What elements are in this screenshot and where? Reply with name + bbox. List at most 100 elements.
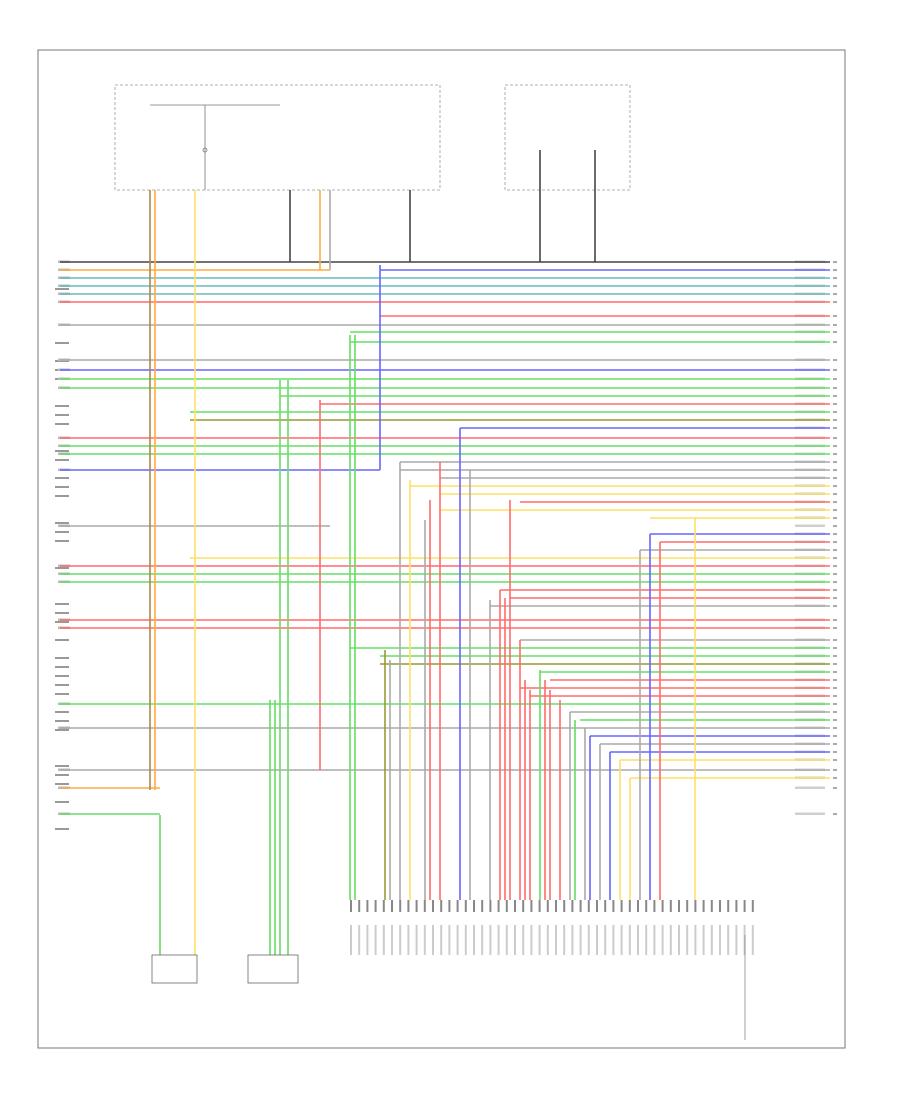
left-pin-column [55,261,70,831]
right-pin-number [833,565,837,567]
bottom-pin-label [670,925,672,955]
right-pin-number [833,359,837,361]
bottom-pin-label [678,925,680,955]
bottom-pin [440,900,442,912]
right-pin-number [833,735,837,737]
bottom-pin-row [350,900,754,955]
right-pin-number [833,301,837,303]
bottom-pin [530,900,532,912]
right-pin-number [833,277,837,279]
bottom-pin [481,900,483,912]
left-pin-label [55,531,69,533]
bottom-pin-label [416,925,418,955]
bottom-pin [670,900,672,912]
right-pin-number [833,787,837,789]
bottom-pin [498,900,500,912]
right-pin-number [833,411,837,413]
right-pin-number [833,378,837,380]
right-pin-number [833,285,837,287]
left-pin-label [55,828,69,830]
bottom-pin-label [703,925,705,955]
right-pin-number [833,751,837,753]
right-pin-number [833,427,837,429]
right-pin-number [833,437,837,439]
bottom-pin [752,900,754,912]
right-pin-number [833,777,837,779]
bottom-pin-label [424,925,426,955]
bottom-pin-label [522,925,524,955]
right-pin-number [833,517,837,519]
right-pin-number [833,647,837,649]
bottom-pin [514,900,516,912]
diagram-border [38,50,845,1048]
bottom-pin-label [752,925,754,955]
bottom-pin [588,900,590,912]
right-pin-number [833,549,837,551]
bottom-pin [629,900,631,912]
right-pin-number [833,533,837,535]
left-pin-label [55,765,69,767]
bottom-pin-label [407,925,409,955]
bottom-pin [596,900,598,912]
left-pin-label [55,801,69,803]
bottom-pin-label [498,925,500,955]
right-pin-number [833,605,837,607]
sensor-component-1 [152,955,197,983]
right-pin-number [833,727,837,729]
right-pin-number [833,369,837,371]
bottom-pin [489,900,491,912]
left-pin-label [55,639,69,641]
right-pin-number [833,525,837,527]
right-pin-number [833,324,837,326]
left-pin-label [55,621,69,623]
bottom-pin-label [686,925,688,955]
bottom-pin [612,900,614,912]
right-pin-number [833,331,837,333]
right-pin-number [833,639,837,641]
right-pin-number [833,461,837,463]
right-pin-number [833,573,837,575]
right-pin-number [833,341,837,343]
bottom-pin [637,900,639,912]
right-pin-number [833,597,837,599]
bottom-pin-label [604,925,606,955]
bottom-pin [522,900,524,912]
bottom-pin [391,900,393,912]
right-pin-number [833,403,837,405]
right-pin-number [833,769,837,771]
left-pin-label [55,405,69,407]
bottom-pin [358,900,360,912]
right-pin-number [833,589,837,591]
bottom-pin [416,900,418,912]
bottom-pin-label [391,925,393,955]
bottom-pin [465,900,467,912]
right-pin-number [833,679,837,681]
left-pin-label [55,774,69,776]
top-left-component-box [115,85,440,190]
bottom-pin-label [481,925,483,955]
bottom-pin-label [662,925,664,955]
bottom-pin-label [383,925,385,955]
bottom-pin-label [588,925,590,955]
right-pin-number [833,469,837,471]
left-pin-label [55,477,69,479]
bottom-pin-label [539,925,541,955]
bottom-pin-label [530,925,532,955]
right-pin-number [833,395,837,397]
bottom-pin [539,900,541,912]
bottom-pin [571,900,573,912]
bottom-pin-label [350,925,352,955]
left-pin-label [55,450,69,452]
right-pin-number [833,477,837,479]
bottom-pin [432,900,434,912]
bottom-pin-label [440,925,442,955]
sensor-component-2 [248,955,298,983]
right-pin-number [833,541,837,543]
left-pin-label [55,720,69,722]
bottom-pin-label [358,925,360,955]
left-pin-label [55,414,69,416]
bottom-pin [727,900,729,912]
bottom-pin [399,900,401,912]
bottom-pin [473,900,475,912]
bottom-pin-label [621,925,623,955]
